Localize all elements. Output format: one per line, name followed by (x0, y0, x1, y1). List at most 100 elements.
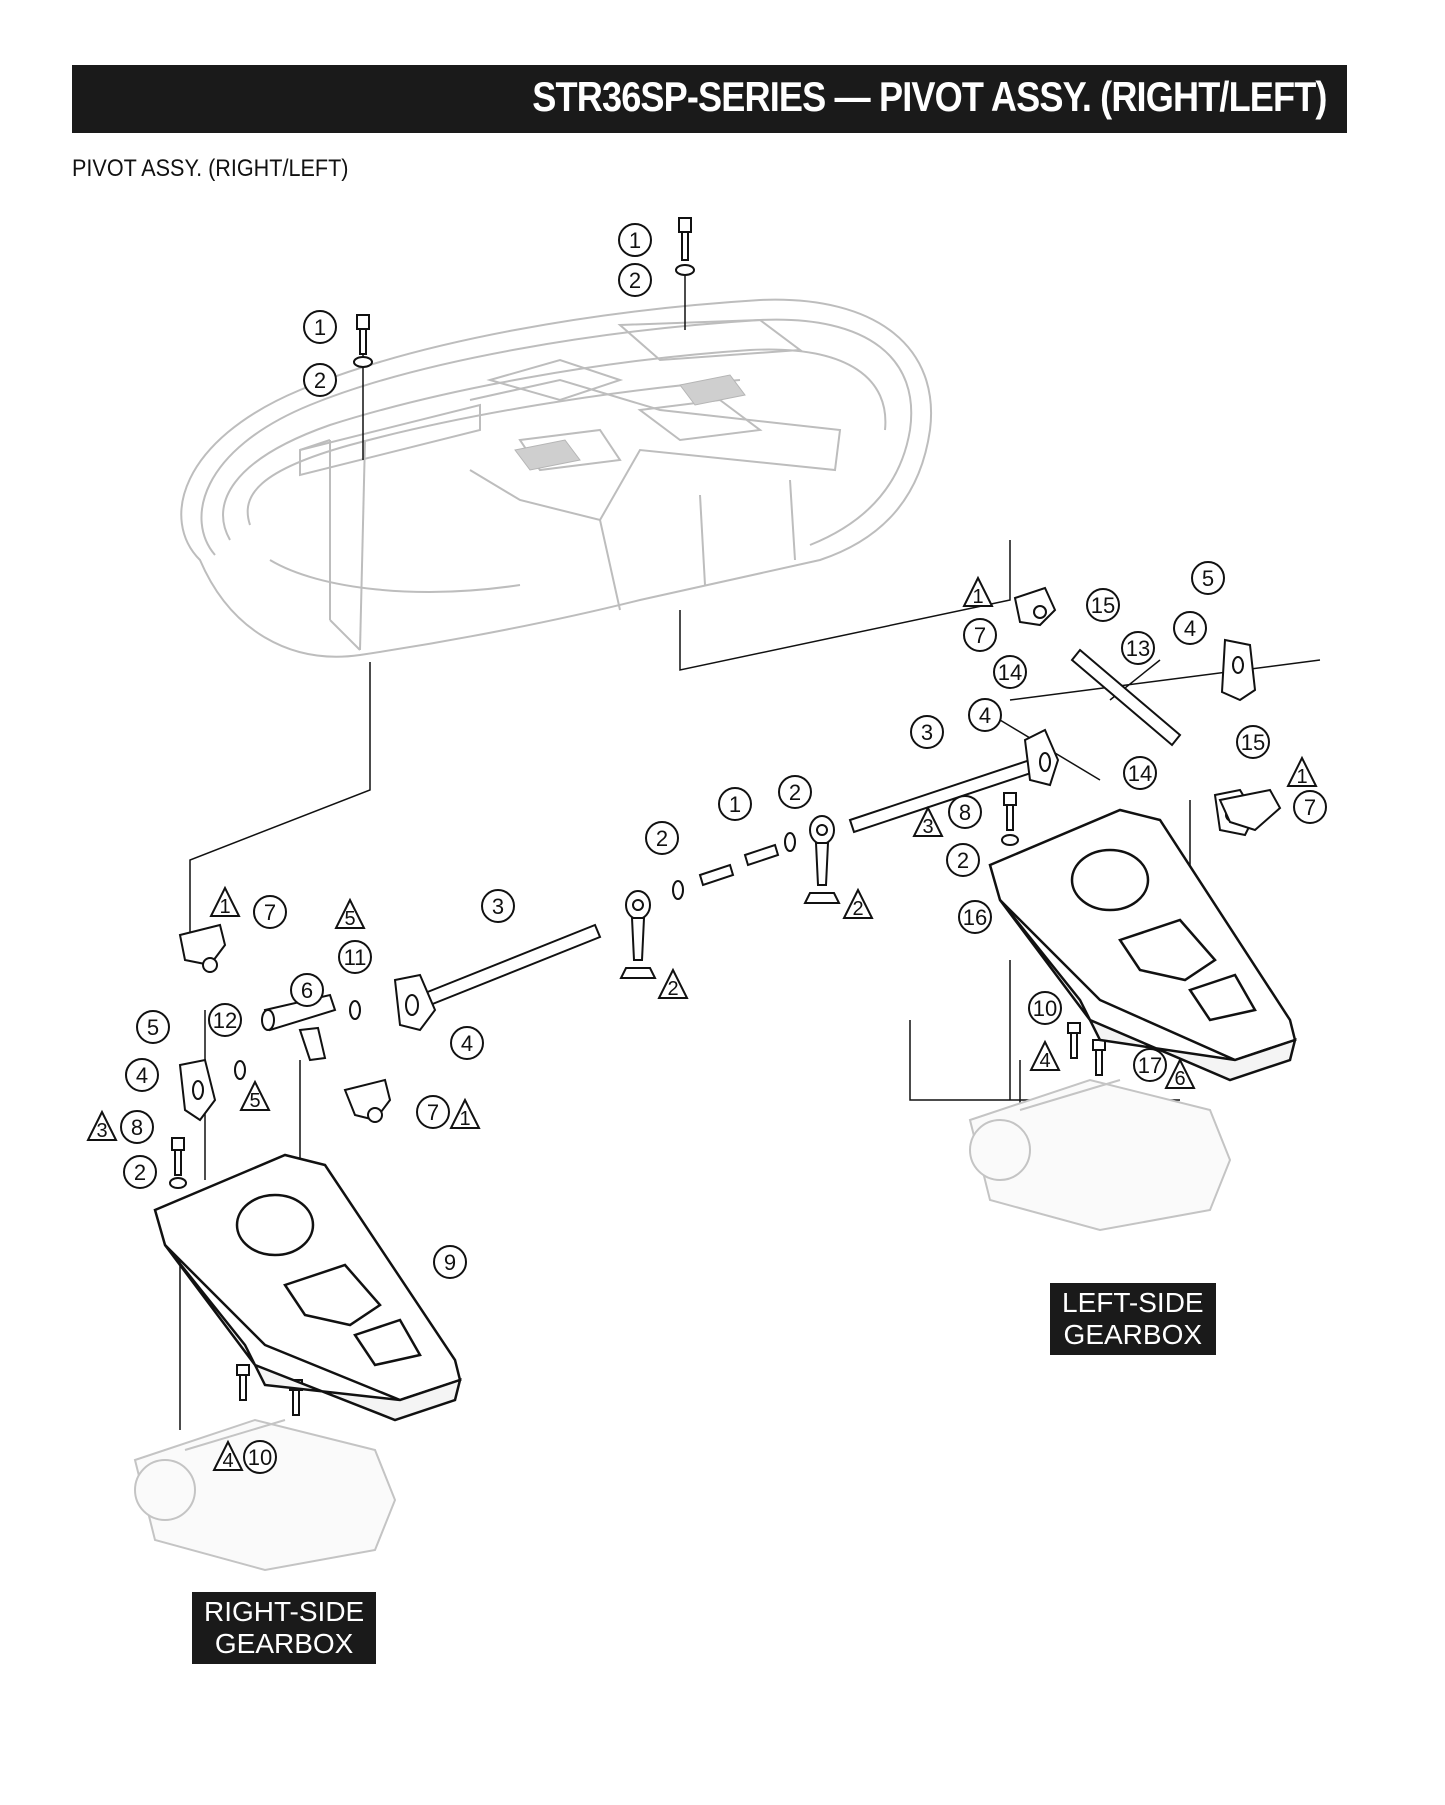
svg-text:2: 2 (789, 780, 801, 805)
note: 6 (1164, 1057, 1196, 1090)
right-gearbox-label-line2: GEARBOX (214, 1628, 354, 1659)
callout: 14 (1123, 756, 1157, 790)
svg-text:3: 3 (922, 816, 933, 838)
callout: 15 (1086, 588, 1120, 622)
callout: 1 (718, 787, 752, 821)
svg-text:10: 10 (248, 1445, 272, 1470)
callout: 12 (208, 1003, 242, 1037)
callout: 6 (290, 973, 324, 1007)
deck-frame (180, 298, 933, 658)
callout: 4 (968, 698, 1002, 732)
callout: 7 (253, 895, 287, 929)
right-gearbox-label: RIGHT-SIDE GEARBOX (192, 1592, 377, 1664)
note: 5 (334, 897, 366, 930)
tee-fitting (261, 993, 337, 1062)
rod-ends (619, 815, 841, 979)
callout: 7 (963, 618, 997, 652)
callout: 9 (433, 1245, 467, 1279)
svg-text:2: 2 (852, 898, 863, 920)
callout: 17 (1133, 1048, 1167, 1082)
note: 5 (239, 1079, 271, 1112)
note: 2 (842, 887, 874, 920)
callout: 2 (618, 263, 652, 297)
svg-text:2: 2 (314, 368, 326, 393)
pivot-plate-right (153, 1153, 462, 1422)
svg-text:15: 15 (1241, 730, 1265, 755)
svg-text:4: 4 (1184, 616, 1196, 641)
svg-text:13: 13 (1126, 636, 1150, 661)
callout: 4 (125, 1058, 159, 1092)
callout: 2 (778, 775, 812, 809)
svg-text:3: 3 (921, 720, 933, 745)
callout: 11 (338, 940, 372, 974)
left-gearbox-label-line2: GEARBOX (1063, 1319, 1203, 1350)
svg-text:5: 5 (1202, 566, 1214, 591)
svg-text:1: 1 (972, 586, 983, 608)
callout: 2 (946, 843, 980, 877)
gearbox-left (968, 1078, 1232, 1232)
svg-text:11: 11 (344, 945, 367, 970)
svg-text:4: 4 (461, 1031, 473, 1056)
callout: 2 (303, 363, 337, 397)
svg-text:6: 6 (1174, 1068, 1185, 1090)
callout: 4 (1173, 611, 1207, 645)
left-gearbox-label-line1: LEFT-SIDE (1062, 1287, 1204, 1318)
right-gearbox-label-line1: RIGHT-SIDE (204, 1596, 365, 1627)
svg-text:1: 1 (459, 1108, 470, 1130)
note: 1 (962, 575, 994, 608)
note: 1 (209, 885, 241, 918)
callout: 3 (910, 715, 944, 749)
callout: 8 (948, 795, 982, 829)
svg-text:8: 8 (959, 800, 971, 825)
bearing-blocks (178, 586, 1282, 1123)
callout: 5 (1191, 561, 1225, 595)
callout: 13 (1121, 631, 1155, 665)
callout: 2 (123, 1155, 157, 1189)
callout: 7 (1293, 790, 1327, 824)
page-title: STR36SP-SERIES — PIVOT ASSY. (RIGHT/LEFT… (532, 73, 1328, 120)
svg-text:15: 15 (1091, 593, 1115, 618)
svg-text:2: 2 (667, 978, 678, 1000)
callout-balloons: 1 2 1 2 7 15 5 14 13 4 3 4 15 14 7 1 2 2… (120, 223, 1327, 1474)
callout: 1 (618, 223, 652, 257)
note: 4 (212, 1439, 244, 1472)
svg-text:3: 3 (492, 894, 504, 919)
callout: 10 (243, 1440, 277, 1474)
svg-text:5: 5 (147, 1015, 159, 1040)
svg-text:16: 16 (963, 905, 987, 930)
deck-mesh-plates (514, 374, 746, 471)
note: 2 (657, 967, 689, 1000)
callout: 10 (1028, 991, 1062, 1025)
svg-text:4: 4 (1039, 1050, 1050, 1072)
pivot-plate-left (988, 808, 1297, 1082)
note: 3 (86, 1109, 118, 1142)
svg-text:9: 9 (444, 1250, 456, 1275)
callout: 7 (416, 1095, 450, 1129)
note-triangles: 1 1 3 2 2 1 5 5 1 3 4 6 4 (86, 575, 1318, 1472)
callout: 3 (481, 889, 515, 923)
svg-text:10: 10 (1033, 996, 1057, 1021)
left-gearbox-label: LEFT-SIDE GEARBOX (1050, 1283, 1216, 1355)
callout: 1 (303, 310, 337, 344)
svg-text:2: 2 (134, 1160, 146, 1185)
callout: 4 (450, 1026, 484, 1060)
callout: 15 (1236, 725, 1270, 759)
callout: 5 (136, 1010, 170, 1044)
svg-text:1: 1 (1296, 766, 1307, 788)
svg-text:17: 17 (1138, 1053, 1162, 1078)
svg-text:12: 12 (213, 1008, 237, 1033)
gearbox-right (133, 1418, 397, 1572)
note: 4 (1029, 1039, 1061, 1072)
callout: 8 (120, 1110, 154, 1144)
svg-text:7: 7 (974, 623, 986, 648)
washers (169, 264, 1019, 1189)
svg-text:1: 1 (219, 896, 230, 918)
note: 1 (1286, 755, 1318, 788)
note: 3 (912, 805, 944, 838)
diagram-subtitle: PIVOT ASSY. (RIGHT/LEFT) (72, 155, 349, 182)
svg-text:5: 5 (344, 908, 355, 930)
svg-text:14: 14 (1128, 761, 1152, 786)
callout: 2 (645, 821, 679, 855)
svg-text:1: 1 (314, 315, 326, 340)
